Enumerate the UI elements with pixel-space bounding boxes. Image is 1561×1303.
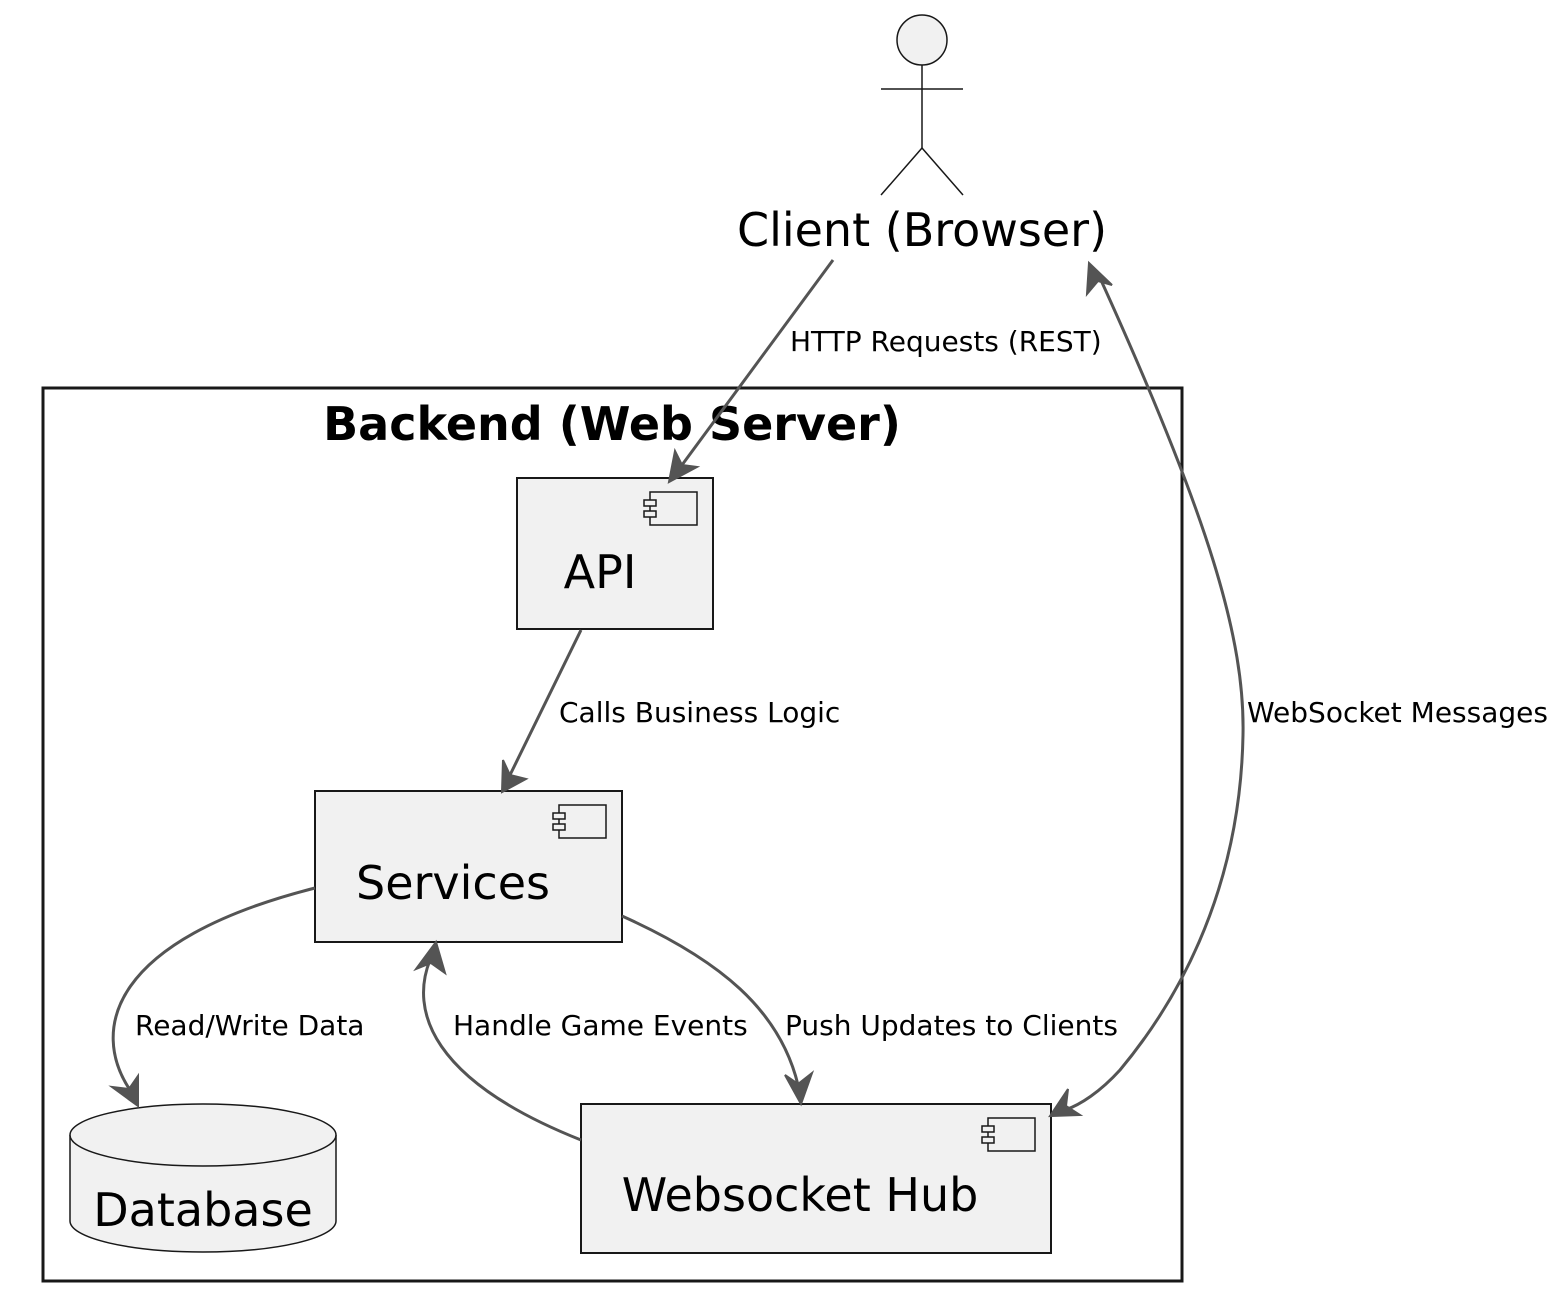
- edge-read-write-data[interactable]: Read/Write Data: [108, 886, 364, 1108]
- client-actor-label: Client (Browser): [737, 203, 1107, 257]
- edge-push-updates[interactable]: Push Updates to Clients: [621, 914, 1118, 1107]
- edge-http-requests-label: HTTP Requests (REST): [790, 325, 1102, 358]
- arrowhead: [1048, 1088, 1084, 1118]
- component-icon: [643, 491, 698, 526]
- edge-calls-business-logic-label: Calls Business Logic: [559, 696, 840, 729]
- backend-container-title: Backend (Web Server): [323, 397, 901, 451]
- edge-read-write-data-label: Read/Write Data: [135, 1009, 364, 1042]
- database-node-label: Database: [93, 1183, 313, 1237]
- arrowhead: [500, 759, 529, 794]
- component-icon: [981, 1117, 1036, 1152]
- client-actor[interactable]: Client (Browser): [737, 14, 1107, 257]
- arrowhead: [413, 939, 447, 976]
- api-component-label: API: [564, 545, 637, 599]
- edge-push-updates-label: Push Updates to Clients: [785, 1009, 1118, 1042]
- edge-calls-business-logic[interactable]: Calls Business Logic: [500, 629, 840, 794]
- edge-websocket-messages[interactable]: WebSocket Messages: [1048, 260, 1548, 1118]
- edge-handle-game-events[interactable]: Handle Game Events: [413, 939, 748, 1142]
- edge-handle-game-events-label: Handle Game Events: [453, 1009, 748, 1042]
- arrowhead: [784, 1070, 815, 1107]
- websocket-hub-component[interactable]: Websocket Hub: [580, 1103, 1052, 1254]
- websocket-hub-component-label: Websocket Hub: [622, 1168, 979, 1222]
- component-icon: [552, 804, 607, 839]
- edge-http-requests[interactable]: HTTP Requests (REST): [667, 259, 1102, 484]
- arrowhead: [1085, 260, 1113, 297]
- services-component-label: Services: [356, 856, 550, 910]
- edge-websocket-messages-label: WebSocket Messages: [1247, 696, 1548, 729]
- database-top: [69, 1103, 337, 1167]
- api-component[interactable]: API: [516, 477, 714, 630]
- backend-container[interactable]: Backend (Web Server): [41, 386, 1184, 1283]
- database-node[interactable]: Database: [69, 1103, 337, 1253]
- services-component[interactable]: Services: [314, 790, 623, 943]
- actor-left-leg: [880, 147, 923, 196]
- arrowhead: [108, 1072, 139, 1108]
- arrowhead: [667, 447, 701, 484]
- database-body: [69, 1135, 337, 1253]
- actor-head: [896, 14, 948, 66]
- actor-right-leg: [921, 147, 964, 196]
